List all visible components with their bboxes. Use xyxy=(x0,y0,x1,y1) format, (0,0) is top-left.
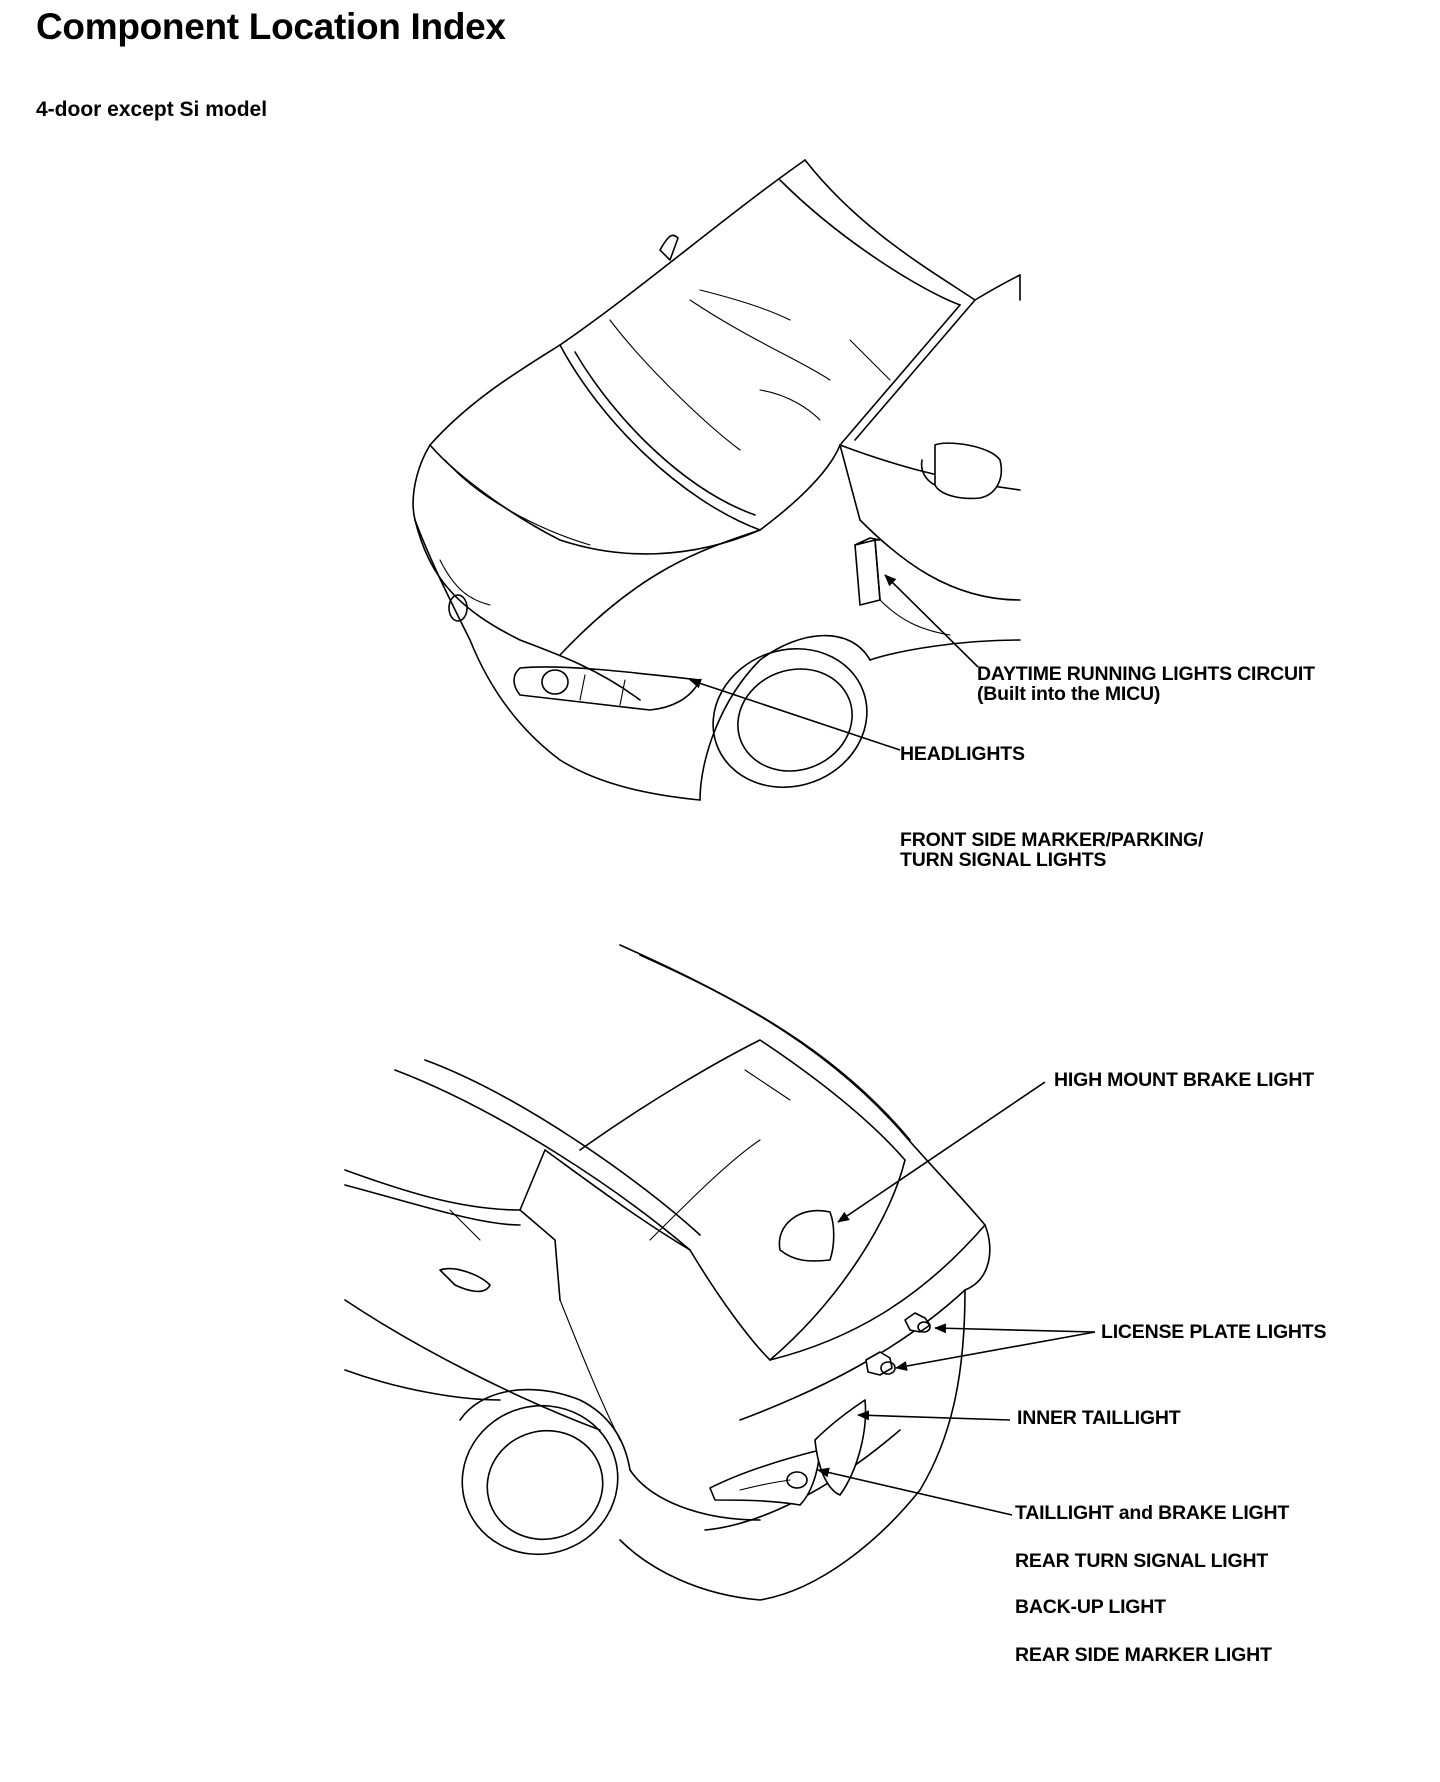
drl-circuit-leader xyxy=(884,574,979,668)
high-mount-brake-light-leader xyxy=(837,1081,1046,1223)
taillight-leader xyxy=(817,1467,1013,1516)
taillight-and-brake-light-label: TAILLIGHT and BRAKE LIGHT xyxy=(1015,1502,1290,1524)
headlights-leader xyxy=(689,678,901,751)
drl-circuit-label-line1: DAYTIME RUNNING LIGHTS CIRCUIT xyxy=(977,663,1315,685)
leader-lines xyxy=(689,574,1096,1516)
high-mount-brake-light-label: HIGH MOUNT BRAKE LIGHT xyxy=(1054,1069,1314,1091)
rear-side-marker-light-label: REAR SIDE MARKER LIGHT xyxy=(1015,1644,1272,1666)
inner-taillight-leader xyxy=(857,1410,1011,1421)
front-side-marker-label-line2: TURN SIGNAL LIGHTS xyxy=(900,849,1107,871)
front-side-marker-label: FRONT SIDE MARKER/PARKING/ TURN SIGNAL L… xyxy=(900,830,1203,870)
license-plate-light-leader-upper xyxy=(934,1323,1096,1334)
license-plate-lights-label: LICENSE PLATE LIGHTS xyxy=(1101,1321,1327,1343)
inner-taillight-label: INNER TAILLIGHT xyxy=(1017,1407,1181,1429)
headlights-label: HEADLIGHTS xyxy=(900,743,1025,765)
page-title: Component Location Index xyxy=(36,6,506,47)
license-plate-light-leader-lower xyxy=(895,1331,1096,1371)
drl-circuit-label: DAYTIME RUNNING LIGHTS CIRCUIT (Built in… xyxy=(977,664,1315,704)
drl-circuit-label-line2: (Built into the MICU) xyxy=(977,683,1161,705)
front-car-illustration xyxy=(412,159,1021,801)
back-up-light-label: BACK-UP LIGHT xyxy=(1015,1596,1166,1618)
rear-car-illustration xyxy=(344,944,991,1601)
rear-turn-signal-light-label: REAR TURN SIGNAL LIGHT xyxy=(1015,1550,1269,1572)
front-side-marker-label-line1: FRONT SIDE MARKER/PARKING/ xyxy=(900,829,1204,851)
page-subtitle: 4-door except Si model xyxy=(36,98,268,121)
